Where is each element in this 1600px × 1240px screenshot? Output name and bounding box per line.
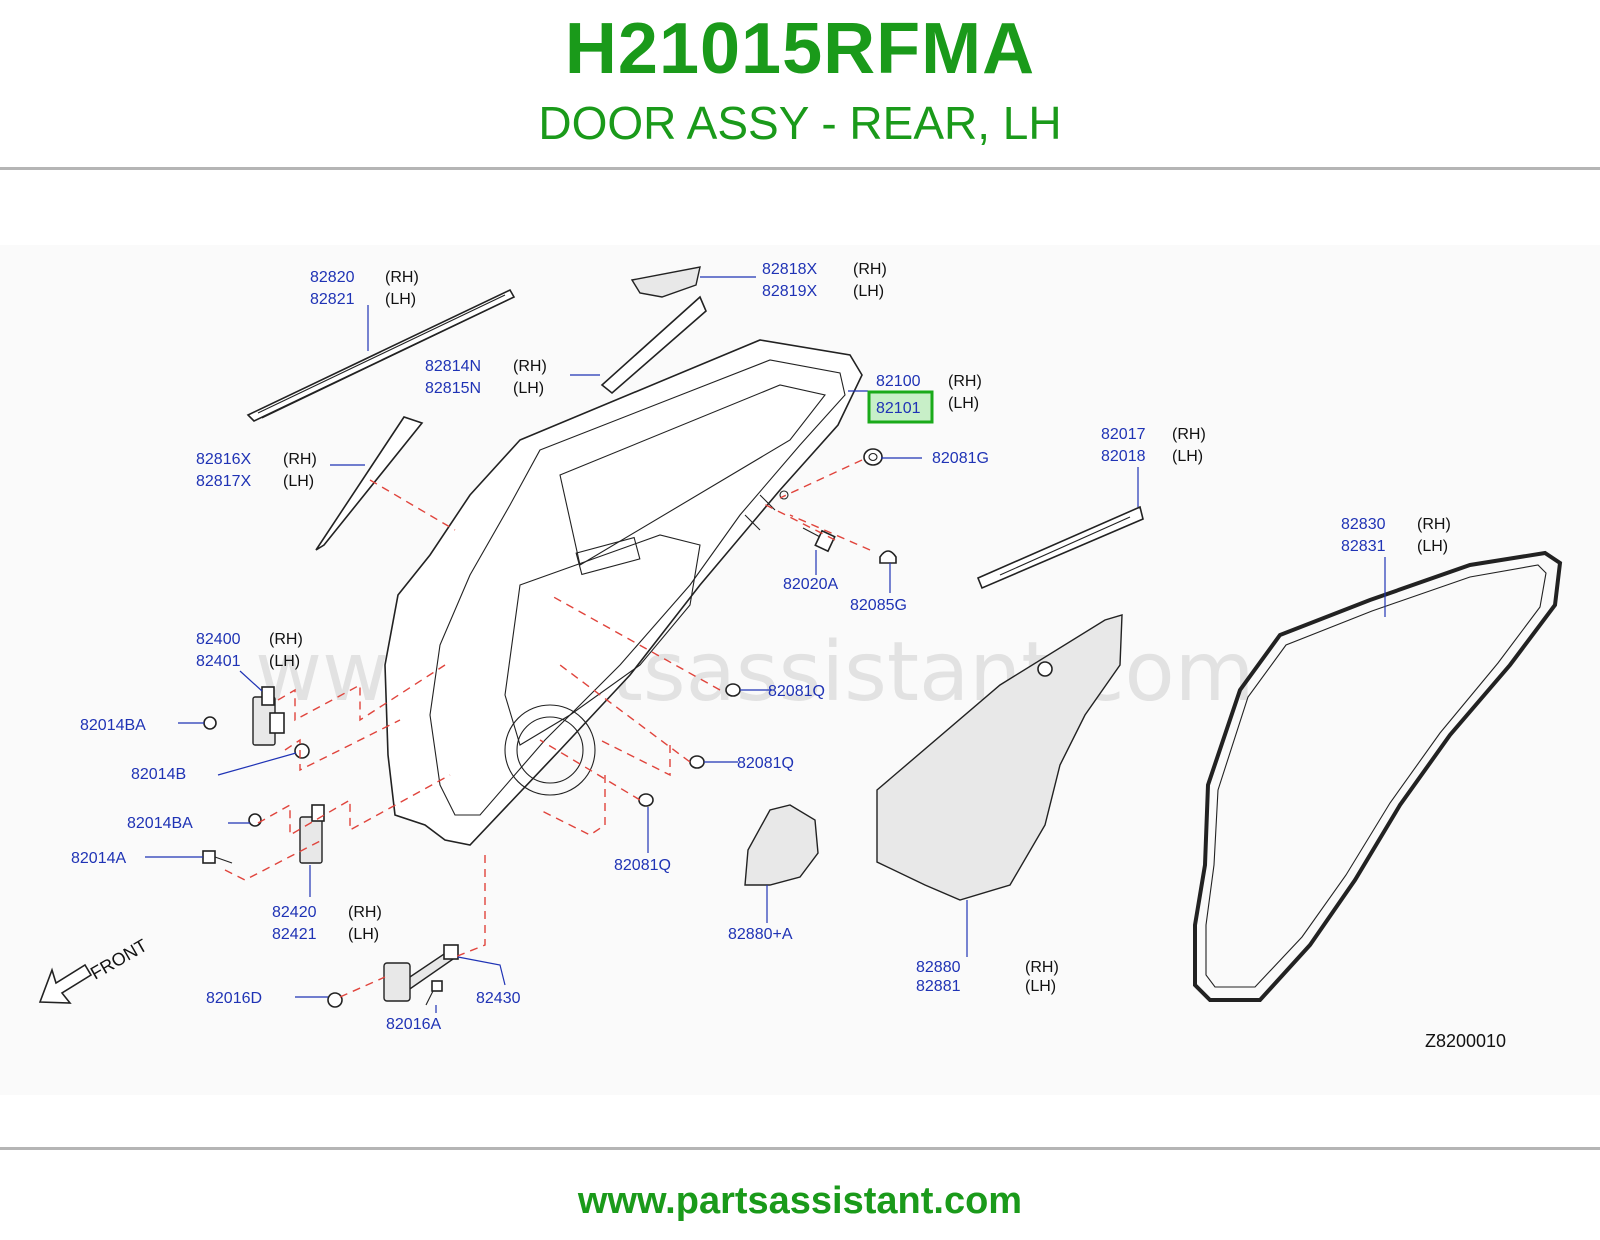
label-82017[interactable]: 82017 bbox=[1101, 426, 1146, 443]
label-82016a[interactable]: 82016A bbox=[386, 1016, 441, 1033]
label-82081q-a[interactable]: 82081Q bbox=[768, 683, 825, 700]
part-labels: 82820 (RH) 82821 (LH) 82818X (RH) 82819X… bbox=[71, 261, 1506, 1051]
label-82101-highlighted[interactable]: 82101 bbox=[876, 400, 921, 417]
sealing-screen-drawing bbox=[876, 614, 1123, 901]
sealing-screen-hole bbox=[1037, 661, 1053, 677]
highlight-box-82101 bbox=[867, 390, 934, 424]
door-weatherstrip-drawing bbox=[1193, 550, 1563, 1002]
label-82814n[interactable]: 82814N bbox=[425, 358, 481, 375]
label-82014ba-a[interactable]: 82014BA bbox=[80, 717, 146, 734]
front-direction-arrow: FRONT bbox=[38, 935, 151, 1004]
exploded-parts-diagram: www.partsassistant.com bbox=[0, 245, 1600, 1095]
hinge-nut-82014ba-a-drawing bbox=[203, 716, 217, 730]
label-82400[interactable]: 82400 bbox=[196, 631, 241, 648]
door-panel-drawing bbox=[384, 339, 863, 846]
diagram-code: Z8200010 bbox=[1425, 1031, 1506, 1051]
label-82820-side: (RH) bbox=[385, 269, 419, 286]
label-82100-side: (RH) bbox=[948, 373, 982, 390]
check-nut-82016d-drawing bbox=[327, 992, 343, 1008]
pillar-finisher-drawing bbox=[315, 416, 424, 551]
label-82081g[interactable]: 82081G bbox=[932, 450, 989, 467]
label-82815n-side: (LH) bbox=[513, 380, 544, 397]
label-82014a[interactable]: 82014A bbox=[71, 850, 126, 867]
label-82020a[interactable]: 82020A bbox=[783, 576, 838, 593]
plug-82081q-b-drawing bbox=[689, 755, 705, 769]
cap-82085g-drawing bbox=[879, 550, 897, 564]
front-label: FRONT bbox=[87, 935, 151, 983]
label-82816x[interactable]: 82816X bbox=[196, 451, 251, 468]
label-82018-side: (LH) bbox=[1172, 448, 1203, 465]
hinge-nut-82014b-drawing bbox=[294, 743, 310, 759]
label-82421[interactable]: 82421 bbox=[272, 926, 317, 943]
label-82420-side: (RH) bbox=[348, 904, 382, 921]
corner-cover-drawing bbox=[630, 266, 701, 298]
upper-hinge-drawing bbox=[252, 686, 285, 746]
footer-website[interactable]: www.partsassistant.com bbox=[577, 1180, 1023, 1222]
label-82017-side: (RH) bbox=[1172, 426, 1206, 443]
door-check-link-drawing bbox=[383, 944, 459, 1002]
label-82401-side: (LH) bbox=[269, 653, 300, 670]
label-82401[interactable]: 82401 bbox=[196, 653, 241, 670]
label-82815n[interactable]: 82815N bbox=[425, 380, 481, 397]
label-82818x-side: (RH) bbox=[853, 261, 887, 278]
label-82420[interactable]: 82420 bbox=[272, 904, 317, 921]
label-82818x[interactable]: 82818X bbox=[762, 261, 817, 278]
label-82880a[interactable]: 82880+A bbox=[728, 926, 793, 943]
plug-82081q-a-drawing bbox=[725, 683, 741, 697]
label-82817x-side: (LH) bbox=[283, 473, 314, 490]
label-82819x[interactable]: 82819X bbox=[762, 283, 817, 300]
label-82819x-side: (LH) bbox=[853, 283, 884, 300]
header: H21015RFMA DOOR ASSY - REAR, LH bbox=[0, 0, 1600, 170]
label-82814n-side: (RH) bbox=[513, 358, 547, 375]
relation-dashed-lines bbox=[224, 459, 871, 998]
header-divider bbox=[0, 167, 1600, 170]
footer-divider bbox=[0, 1147, 1600, 1150]
label-82430[interactable]: 82430 bbox=[476, 990, 521, 1007]
label-82880[interactable]: 82880 bbox=[916, 959, 961, 976]
label-82817x[interactable]: 82817X bbox=[196, 473, 251, 490]
label-82081q-c[interactable]: 82081Q bbox=[614, 857, 671, 874]
label-82831-side: (LH) bbox=[1417, 538, 1448, 555]
small-sealing-screen-drawing bbox=[744, 804, 819, 886]
plug-82081q-c-drawing bbox=[638, 793, 654, 807]
sash-moulding-drawing bbox=[600, 295, 707, 395]
diagram-svg: www.partsassistant.com bbox=[38, 261, 1563, 1051]
label-82830-side: (RH) bbox=[1417, 516, 1451, 533]
label-82421-side: (LH) bbox=[348, 926, 379, 943]
label-82816x-side: (RH) bbox=[283, 451, 317, 468]
label-82820[interactable]: 82820 bbox=[310, 269, 355, 286]
label-82016d[interactable]: 82016D bbox=[206, 990, 262, 1007]
label-82821-side: (LH) bbox=[385, 291, 416, 308]
part-description: DOOR ASSY - REAR, LH bbox=[538, 97, 1062, 149]
outside-weatherstrip-drawing bbox=[976, 505, 1144, 590]
check-bolt-82016a-drawing bbox=[425, 980, 443, 1006]
label-82085g[interactable]: 82085G bbox=[850, 597, 907, 614]
bolt-82020a-drawing bbox=[802, 527, 836, 553]
hinge-bolt-82014a-drawing bbox=[202, 850, 233, 864]
label-82018[interactable]: 82018 bbox=[1101, 448, 1146, 465]
belt-moulding-drawing bbox=[246, 288, 516, 422]
grommet-82081g-drawing bbox=[863, 448, 883, 466]
label-82880-side: (RH) bbox=[1025, 959, 1059, 976]
part-number-title: H21015RFMA bbox=[564, 9, 1036, 89]
label-82081q-b[interactable]: 82081Q bbox=[737, 755, 794, 772]
label-82400-side: (RH) bbox=[269, 631, 303, 648]
label-82821[interactable]: 82821 bbox=[310, 291, 355, 308]
label-82831[interactable]: 82831 bbox=[1341, 538, 1386, 555]
lower-hinge-drawing bbox=[299, 804, 325, 864]
label-82014b[interactable]: 82014B bbox=[131, 766, 186, 783]
label-82830[interactable]: 82830 bbox=[1341, 516, 1386, 533]
label-82100[interactable]: 82100 bbox=[876, 373, 921, 390]
label-82101-side: (LH) bbox=[948, 395, 979, 412]
label-82014ba-b[interactable]: 82014BA bbox=[127, 815, 193, 832]
leader-lines bbox=[145, 276, 1386, 1013]
hinge-nut-82014ba-b-drawing bbox=[248, 813, 262, 827]
label-82881-side: (LH) bbox=[1025, 978, 1056, 995]
label-82881[interactable]: 82881 bbox=[916, 978, 961, 995]
